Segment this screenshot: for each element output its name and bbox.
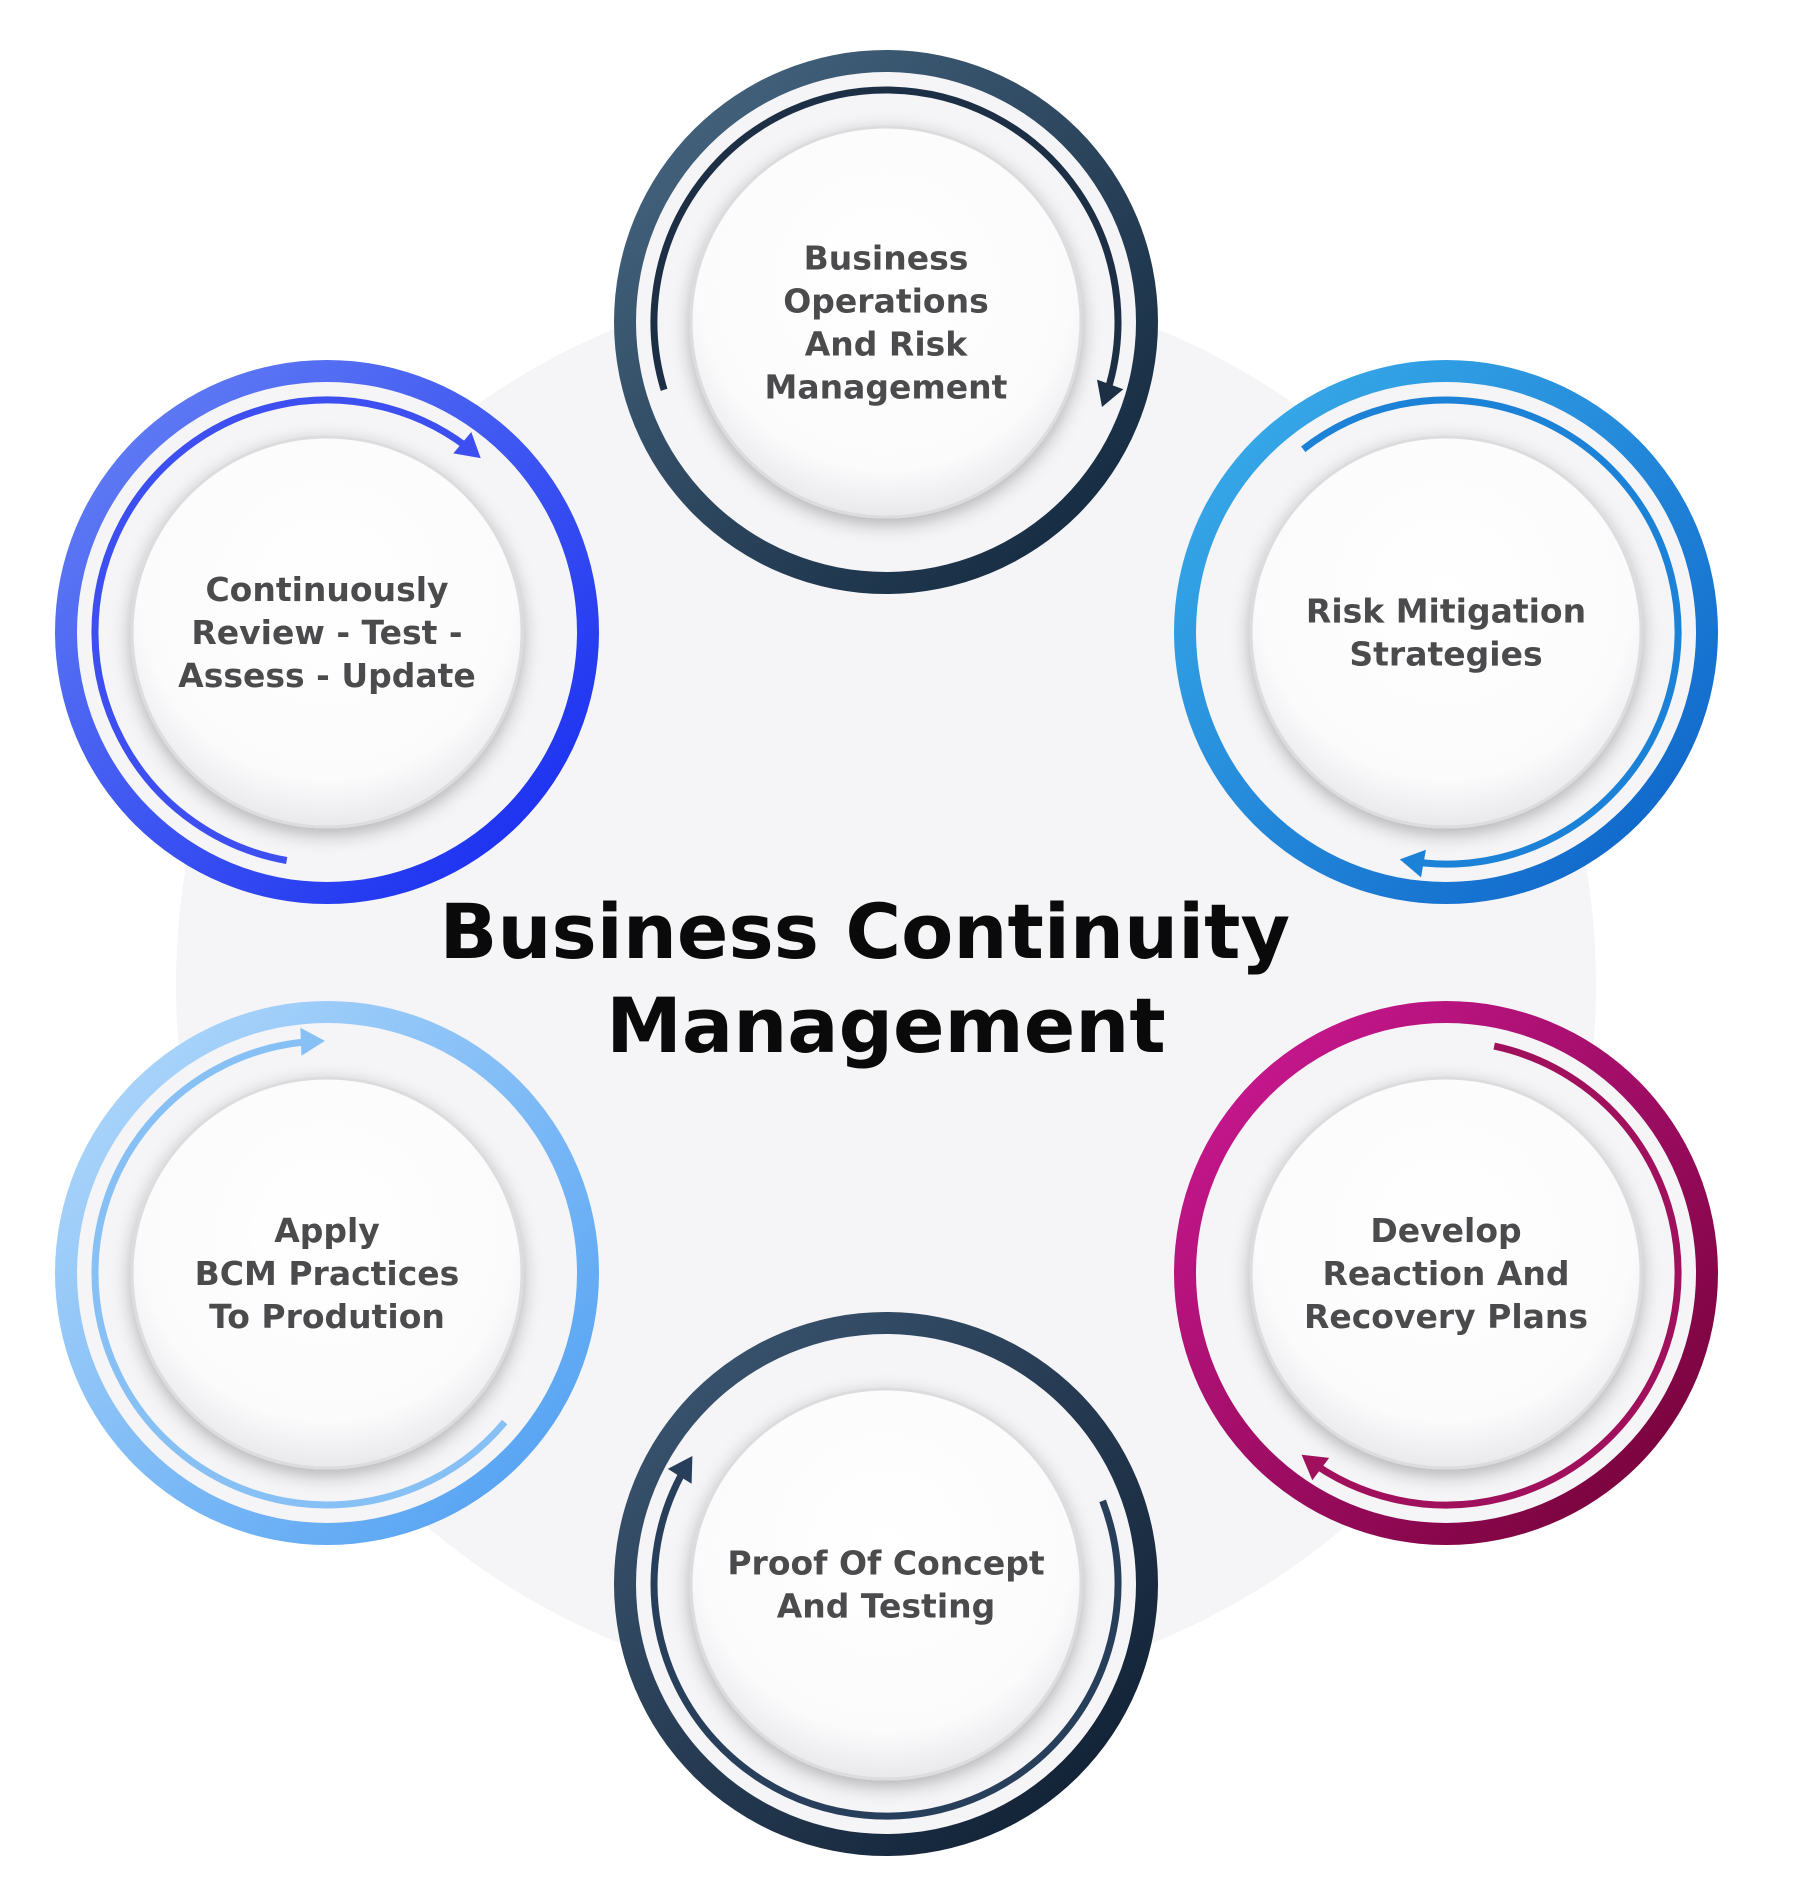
business-operations-face [689,125,1083,519]
business-operations-label-line: And Risk [805,325,969,364]
apply-bcm-arrowhead-icon [300,1027,325,1056]
apply-bcm-face [130,1076,524,1470]
proof-of-concept-arrowhead-icon [667,1456,693,1484]
develop-reaction-face [1249,1076,1643,1470]
develop-reaction-label-line: Recovery Plans [1304,1297,1588,1336]
center-title-line-1: Business Continuity [440,887,1291,976]
continuously-review-label-line: Assess - Update [178,656,476,695]
develop-reaction-label-line: Develop [1370,1211,1521,1250]
develop-reaction-label-line: Reaction And [1322,1254,1569,1293]
continuously-review-face [130,435,524,829]
business-operations-label-line: Business [804,239,969,278]
risk-mitigation-label-line: Strategies [1349,635,1542,674]
proof-of-concept-cycle-arrow [650,1459,1122,1820]
center-title: Business Continuity Management [440,887,1317,1070]
risk-mitigation-label-line: Risk Mitigation [1306,592,1586,631]
proof-of-concept-label-line: Proof Of Concept [727,1544,1044,1583]
business-operations-cycle-arrow [650,86,1122,403]
continuously-review-cycle-arrow [91,396,479,864]
business-operations-label-line: Management [765,368,1008,407]
center-title-line-2: Management [606,981,1165,1070]
proof-of-concept-label-line: And Testing [777,1587,996,1626]
continuously-review-label-line: Continuously [205,570,448,609]
continuously-review-arrowhead-icon [453,432,481,459]
apply-bcm-label-line: To Prodution [209,1297,445,1336]
risk-mitigation-arrowhead-icon [1399,849,1426,878]
risk-mitigation-cycle-arrow [1301,396,1682,868]
business-operations-label-line: Operations [783,282,989,321]
develop-reaction-arrowhead-icon [1301,1454,1330,1481]
business-operations-arrowhead-icon [1097,379,1124,407]
proof-of-concept-face [689,1387,1083,1781]
apply-bcm-cycle-arrow [91,1037,508,1509]
continuously-review-label-line: Review - Test - [191,613,462,652]
develop-reaction-cycle-arrow [1304,1042,1682,1509]
risk-mitigation-face [1249,435,1643,829]
apply-bcm-label-line: BCM Practices [195,1254,460,1293]
apply-bcm-label-line: Apply [274,1211,380,1250]
